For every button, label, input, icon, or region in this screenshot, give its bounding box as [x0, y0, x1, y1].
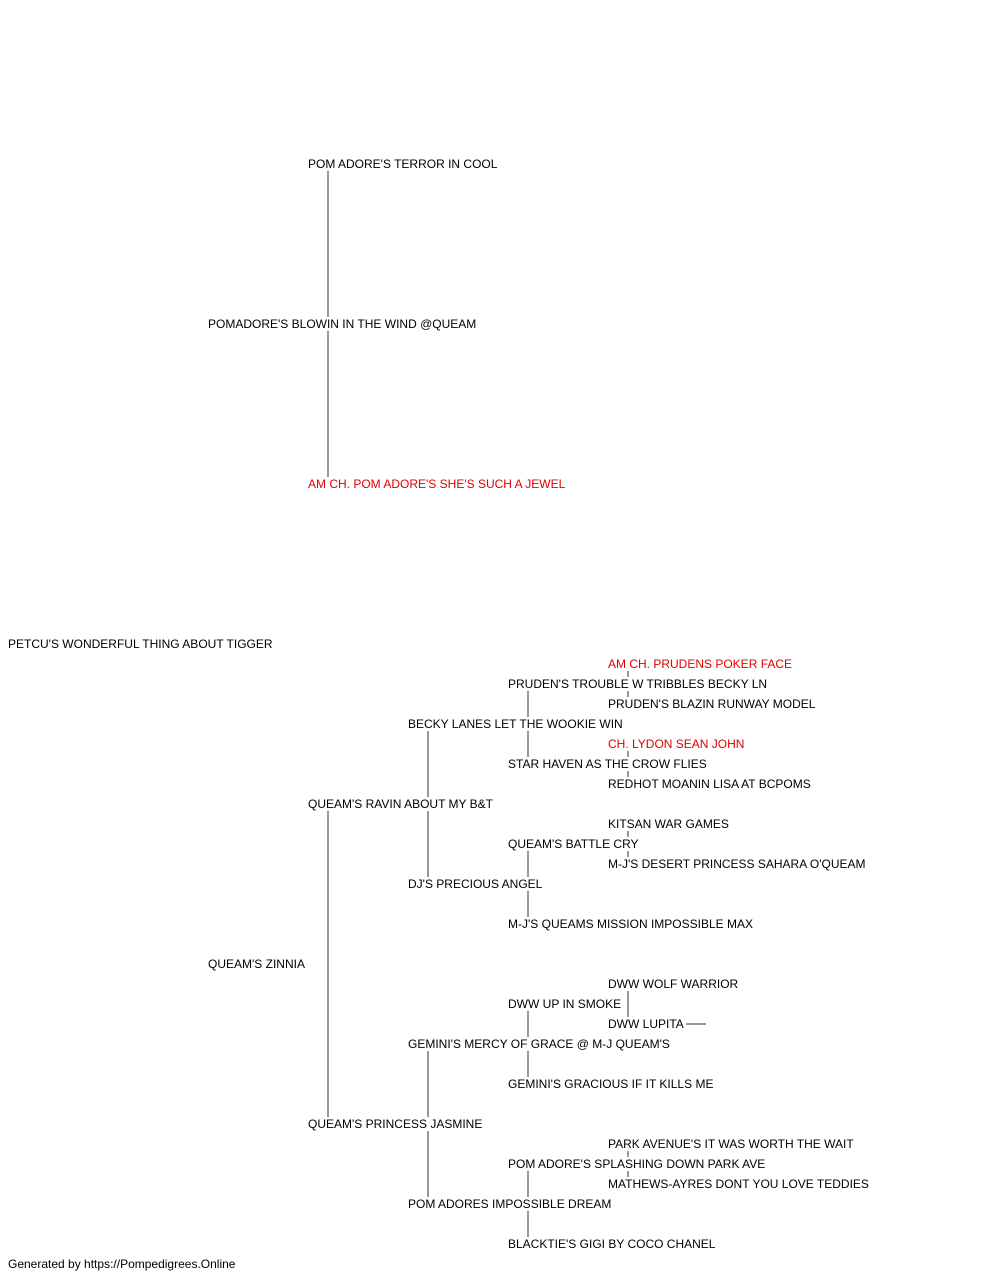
- ancestor-name: QUEAM'S RAVIN ABOUT MY B&T: [308, 797, 495, 811]
- ancestor-name: POM ADORES IMPOSSIBLE DREAM: [408, 1197, 614, 1211]
- ancestor-name: MATHEWS-AYRES DONT YOU LOVE TEDDIES: [608, 1177, 871, 1191]
- ancestor-name: PRUDEN'S TROUBLE W TRIBBLES BECKY LN: [508, 677, 770, 691]
- ancestor-name: CH. LYDON SEAN JOHN: [608, 737, 747, 751]
- ancestor-name: DJ'S PRECIOUS ANGEL: [408, 877, 545, 891]
- subject-name: PETCU'S WONDERFUL THING ABOUT TIGGER: [8, 637, 275, 651]
- ancestor-name: DWW UP IN SMOKE: [508, 997, 624, 1011]
- ancestor-name: QUEAM'S BATTLE CRY: [508, 837, 641, 851]
- footer-credit: Generated by https://Pompedigrees.Online: [8, 1257, 236, 1271]
- ancestor-name: QUEAM'S ZINNIA: [208, 957, 307, 971]
- ancestor-name: POM ADORE'S TERROR IN COOL: [308, 157, 500, 171]
- ancestor-name: POM ADORE'S SPLASHING DOWN PARK AVE: [508, 1157, 768, 1171]
- ancestor-name: GEMINI'S GRACIOUS IF IT KILLS ME: [508, 1077, 716, 1091]
- ancestor-name: GEMINI'S MERCY OF GRACE @ M-J QUEAM'S: [408, 1037, 672, 1051]
- ancestor-name: DWW WOLF WARRIOR: [608, 977, 741, 991]
- ancestor-name: POMADORE'S BLOWIN IN THE WIND @QUEAM: [208, 317, 479, 331]
- ancestor-name: STAR HAVEN AS THE CROW FLIES: [508, 757, 709, 771]
- ancestor-name: QUEAM'S PRINCESS JASMINE: [308, 1117, 485, 1131]
- ancestor-name: PRUDEN'S BLAZIN RUNWAY MODEL: [608, 697, 818, 711]
- ancestor-name: AM CH. PRUDENS POKER FACE: [608, 657, 795, 671]
- ancestor-name: AM CH. POM ADORE'S SHE'S SUCH A JEWEL: [308, 477, 568, 491]
- ancestor-name: DWW LUPITA: [608, 1017, 686, 1031]
- ancestor-name: PARK AVENUE'S IT WAS WORTH THE WAIT: [608, 1137, 856, 1151]
- ancestor-name: BECKY LANES LET THE WOOKIE WIN: [408, 717, 625, 731]
- ancestor-name: BLACKTIE'S GIGI BY COCO CHANEL: [508, 1237, 718, 1251]
- ancestor-name: KITSAN WAR GAMES: [608, 817, 731, 831]
- ancestor-name: M-J'S DESERT PRINCESS SAHARA O'QUEAM: [608, 857, 868, 871]
- ancestor-name: M-J'S QUEAMS MISSION IMPOSSIBLE MAX: [508, 917, 755, 931]
- ancestor-name: REDHOT MOANIN LISA AT BCPOMS: [608, 777, 813, 791]
